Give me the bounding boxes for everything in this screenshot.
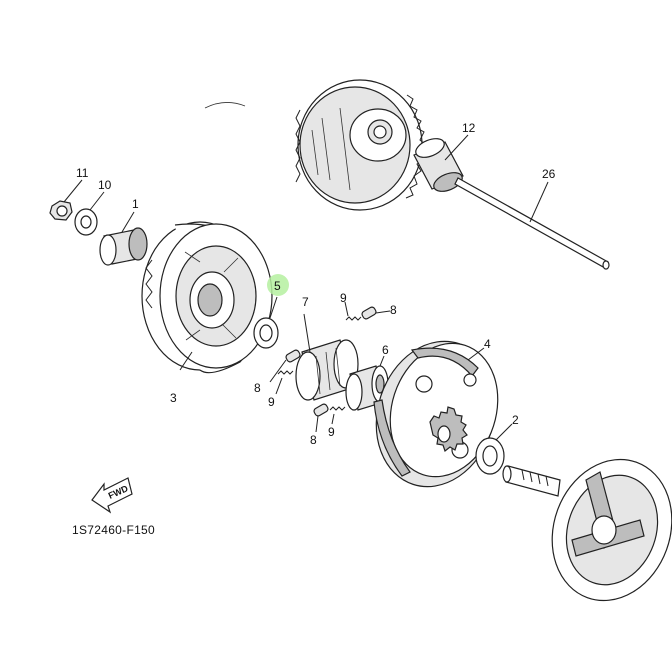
part-5-washer bbox=[253, 296, 279, 349]
fwd-arrow: FWD bbox=[91, 477, 133, 514]
callout-1: 1 bbox=[132, 197, 139, 211]
callout-9-top: 9 bbox=[340, 291, 347, 305]
callout-9-bottom: 9 bbox=[328, 425, 335, 439]
part-4-centrifugal-clutch bbox=[373, 340, 499, 488]
callout-3: 3 bbox=[170, 391, 177, 405]
callout-5-highlight bbox=[267, 274, 289, 296]
part-11-nut bbox=[49, 179, 83, 221]
callout-5: 5 bbox=[274, 279, 281, 293]
part-10-washer bbox=[74, 191, 105, 236]
part-code: 1S72460-F150 bbox=[72, 523, 155, 537]
callout-11: 11 bbox=[76, 166, 89, 180]
callout-8-bottom: 8 bbox=[310, 433, 317, 447]
part-9-springs bbox=[275, 301, 362, 425]
callout-6: 6 bbox=[382, 343, 389, 357]
callout-labels: 11 10 1 12 26 5 7 9 8 6 4 8 9 3 8 9 2 bbox=[76, 121, 556, 447]
callout-10: 10 bbox=[98, 178, 112, 192]
part-1-collar bbox=[99, 211, 148, 266]
callout-8-left: 8 bbox=[254, 381, 261, 395]
bottom-pulley-assembly bbox=[502, 458, 672, 602]
part-3-clutch-housing bbox=[141, 221, 273, 374]
callout-7: 7 bbox=[302, 295, 309, 309]
part-2-washer bbox=[475, 423, 513, 475]
callout-8-top: 8 bbox=[390, 303, 397, 317]
callout-26: 26 bbox=[542, 167, 556, 181]
callout-12: 12 bbox=[462, 121, 476, 135]
callout-9-left: 9 bbox=[268, 395, 275, 409]
top-gear-assembly bbox=[204, 79, 427, 211]
callout-4: 4 bbox=[484, 337, 491, 351]
callout-2: 2 bbox=[512, 413, 519, 427]
part-8-rollers bbox=[269, 306, 391, 433]
part-7-clutch-cage bbox=[295, 313, 359, 401]
part-26-rod bbox=[454, 177, 610, 270]
part-12-bushing bbox=[413, 134, 469, 192]
